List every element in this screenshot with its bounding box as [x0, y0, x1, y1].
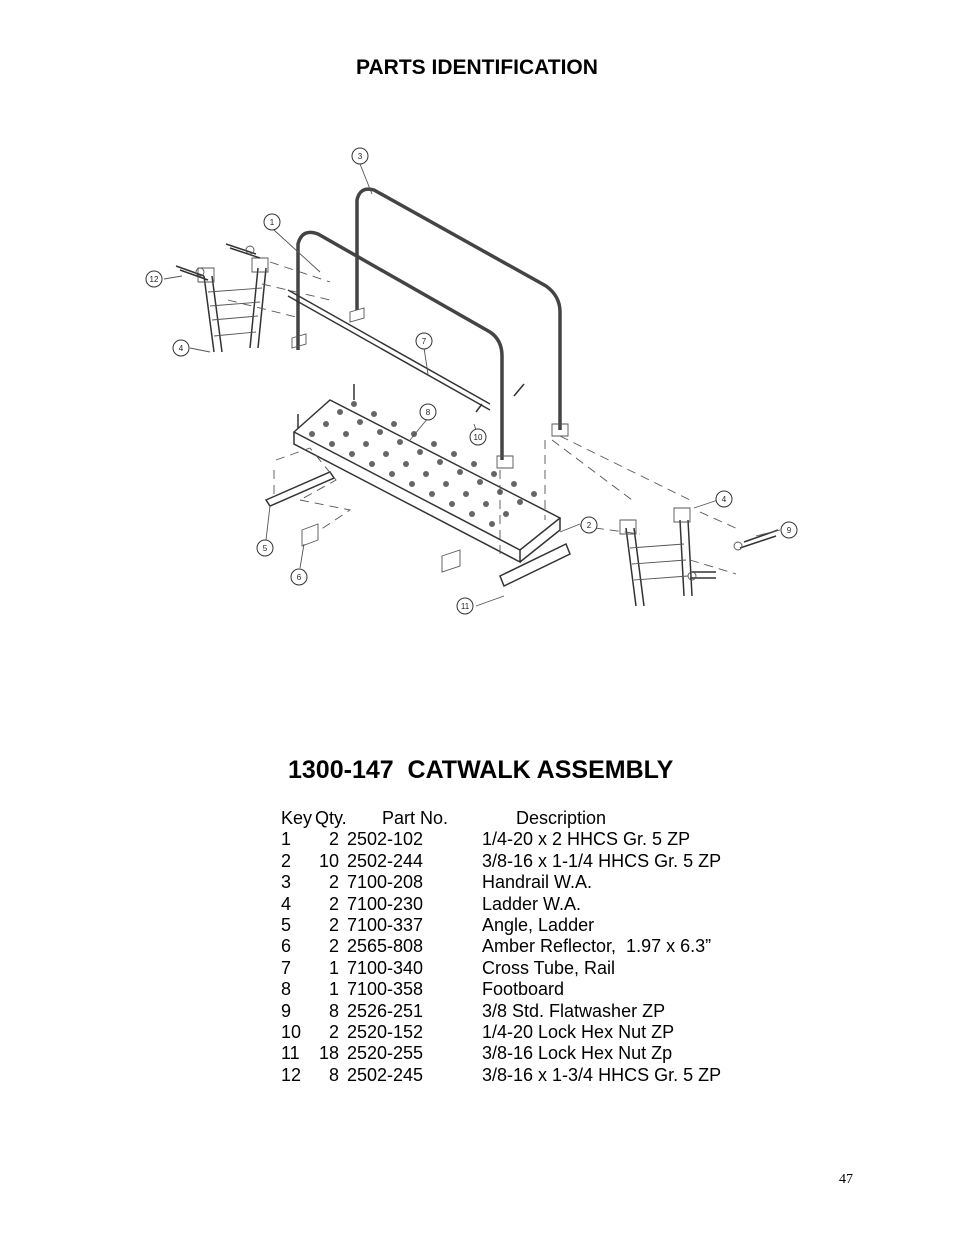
header-qty: Qty. [315, 808, 347, 828]
page-header: PARTS IDENTIFICATION [356, 56, 598, 79]
callout-2: 2 [580, 516, 598, 534]
part-key: 3 [281, 872, 292, 893]
part-qty: 2 [328, 914, 339, 935]
part-description: 3/8-16 Lock Hex Nut Zp [482, 1043, 673, 1064]
part-key: 7 [281, 957, 292, 978]
part-number: 7100-208 [347, 872, 424, 893]
header-key: Key [281, 808, 313, 828]
part-key: 4 [281, 893, 292, 914]
callout-5: 5 [256, 539, 274, 557]
svg-text:2: 2 [587, 521, 592, 530]
handrail-front-drawing [291, 230, 514, 469]
part-qty: 1 [328, 979, 339, 1000]
header-description: Description [516, 808, 607, 828]
callout-11: 11 [456, 597, 474, 615]
ladder-left-drawing [197, 257, 269, 353]
part-number: 7100-230 [347, 893, 424, 914]
part-description: 3/8 Std. Flatwasher ZP [482, 1000, 666, 1021]
part-number: 7100-340 [347, 957, 424, 978]
ladder-right-drawing [619, 507, 693, 607]
callout-8: 8 [419, 403, 437, 421]
part-qty: 2 [328, 936, 339, 957]
part-key: 10 [281, 1021, 302, 1042]
part-key: 12 [281, 1064, 302, 1085]
svg-text:1: 1 [270, 218, 275, 227]
svg-text:6: 6 [297, 573, 302, 582]
part-number: 7100-358 [347, 979, 424, 1000]
callout-6: 6 [290, 568, 308, 586]
part-description: Amber Reflector, 1.97 x 6.3” [482, 936, 712, 957]
callout-1: 1 [263, 213, 281, 231]
part-description: Cross Tube, Rail [482, 957, 616, 978]
svg-text:7: 7 [422, 337, 427, 346]
svg-text:5: 5 [263, 544, 268, 553]
callout-bubbles: 3 1 12 4 7 8 10 2 4 9 5 6 11 [145, 147, 798, 615]
part-qty: 2 [328, 1021, 339, 1042]
assembly-title: 1300-147 CATWALK ASSEMBLY [288, 756, 674, 784]
angle-ladder-drawing [264, 471, 336, 507]
part-key: 11 [281, 1043, 300, 1064]
header-part-no: Part No. [382, 808, 449, 828]
part-qty: 2 [328, 872, 339, 893]
part-key: 1 [281, 829, 292, 850]
part-description: Ladder W.A. [482, 893, 582, 914]
part-description: 3/8-16 x 1-1/4 HHCS Gr. 5 ZP [482, 850, 722, 871]
part-description: Handrail W.A. [482, 872, 593, 893]
part-description: 3/8-16 x 1-3/4 HHCS Gr. 5 ZP [482, 1064, 722, 1085]
part-description: 1/4-20 Lock Hex Nut ZP [482, 1021, 675, 1042]
callout-10: 10 [469, 428, 487, 446]
page-number: 47 [839, 1172, 853, 1187]
svg-text:4: 4 [722, 495, 727, 504]
callout-9: 9 [780, 521, 798, 539]
part-number: 2565-808 [347, 936, 424, 957]
part-qty: 18 [318, 1043, 339, 1064]
assembly-lines [227, 261, 741, 575]
part-key: 2 [281, 850, 292, 871]
svg-text:8: 8 [426, 408, 431, 417]
part-qty: 8 [328, 1064, 339, 1085]
part-number: 2520-152 [347, 1021, 424, 1042]
svg-text:12: 12 [150, 275, 159, 284]
callout-12: 12 [145, 270, 163, 288]
part-number: 2520-255 [347, 1043, 424, 1064]
callout-3: 3 [351, 147, 369, 165]
svg-text:11: 11 [461, 602, 470, 611]
part-number: 2526-251 [347, 1000, 424, 1021]
part-number: 2502-102 [347, 829, 424, 850]
part-qty: 10 [318, 850, 339, 871]
reflector-drawing [301, 523, 461, 573]
callout-4-right: 4 [715, 490, 733, 508]
hardware-drawing [175, 243, 779, 581]
footboard-drawing [292, 399, 562, 564]
svg-text:4: 4 [179, 344, 184, 353]
handrail-rear-drawing [349, 187, 569, 437]
callout-4: 4 [172, 339, 190, 357]
svg-text:3: 3 [358, 152, 363, 161]
part-number: 2502-245 [347, 1064, 424, 1085]
leader-lines [163, 163, 781, 607]
part-number: 2502-244 [347, 850, 424, 871]
part-number: 7100-337 [347, 914, 424, 935]
part-description: Footboard [482, 979, 565, 1000]
part-qty: 8 [328, 1000, 339, 1021]
cross-tube-drawing [287, 289, 491, 411]
part-key: 9 [281, 1000, 292, 1021]
part-key: 8 [281, 979, 292, 1000]
callout-7: 7 [415, 332, 433, 350]
svg-text:9: 9 [787, 526, 792, 535]
part-key: 5 [281, 914, 292, 935]
part-qty: 1 [328, 957, 339, 978]
part-qty: 2 [328, 829, 339, 850]
part-key: 6 [281, 936, 292, 957]
part-description: Angle, Ladder [482, 914, 595, 935]
part-qty: 2 [328, 893, 339, 914]
catwalk-exploded-diagram: 3 1 12 4 7 8 10 2 4 9 5 6 11 [145, 147, 798, 615]
svg-text:10: 10 [474, 433, 483, 442]
part-description: 1/4-20 x 2 HHCS Gr. 5 ZP [482, 829, 691, 850]
